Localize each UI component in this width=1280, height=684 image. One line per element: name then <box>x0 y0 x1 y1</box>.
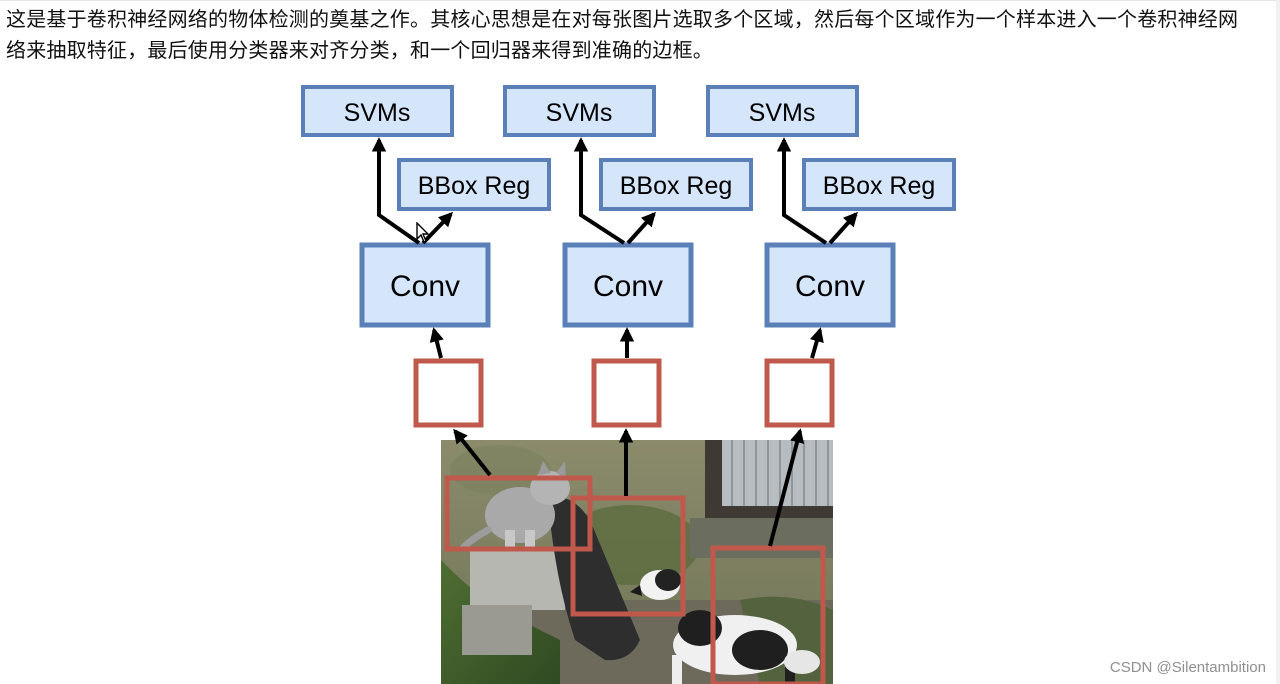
arrow-conv-to-svm-1 <box>371 137 421 245</box>
arrow-region-to-crop-1 <box>453 428 492 477</box>
arrow-crop-to-conv-3 <box>809 327 824 359</box>
arrow-conv-to-svm-2 <box>573 137 626 245</box>
arrow-region-to-crop-3 <box>768 428 805 547</box>
conv-label-1: Conv <box>390 270 460 303</box>
conv-label-2: Conv <box>593 270 663 303</box>
arrow-conv-to-bbox-1 <box>421 211 454 245</box>
bbox-reg-label-2: BBox Reg <box>620 172 733 200</box>
svm-box-2: SVMs <box>503 85 656 137</box>
region-proposal-dog <box>710 545 826 684</box>
bbox-reg-label-3: BBox Reg <box>823 172 936 200</box>
svm-box-1: SVMs <box>301 85 454 137</box>
bbox-reg-box-3: BBox Reg <box>802 158 956 211</box>
page-top-border <box>0 0 1280 1</box>
bbox-reg-box-2: BBox Reg <box>599 158 753 211</box>
page-right-edge <box>1276 0 1280 684</box>
conv-box-2: Conv <box>562 242 694 328</box>
warped-region-1 <box>413 358 484 428</box>
region-proposal-cat <box>444 475 593 552</box>
svm-label-2: SVMs <box>546 99 613 127</box>
watermark: CSDN @Silentambition <box>1109 659 1266 676</box>
arrow-conv-to-bbox-2 <box>626 211 656 245</box>
description-paragraph: 这是基于卷积神经网络的物体检测的奠基之作。其核心思想是在对每张图片选取多个区域，… <box>6 7 1239 62</box>
photo-metal-door <box>722 440 833 506</box>
svm-label-1: SVMs <box>344 99 411 127</box>
photo-stone-block <box>470 548 565 610</box>
photo-stone-small <box>462 605 532 655</box>
mouse-cursor-icon <box>416 222 430 243</box>
conv-box-3: Conv <box>764 242 896 328</box>
warped-region-2 <box>591 358 662 428</box>
svm-box-3: SVMs <box>706 85 859 137</box>
arrow-crop-to-conv-1 <box>429 327 444 359</box>
arrow-conv-to-svm-3 <box>776 137 828 245</box>
svm-label-3: SVMs <box>749 99 816 127</box>
bbox-reg-box-1: BBox Reg <box>397 158 551 211</box>
input-photo <box>441 440 833 684</box>
conv-label-3: Conv <box>795 270 865 303</box>
warped-region-3 <box>764 358 835 428</box>
region-proposal-log <box>570 495 686 617</box>
conv-box-1: Conv <box>359 242 491 328</box>
bbox-reg-label-1: BBox Reg <box>418 172 531 200</box>
arrow-conv-to-bbox-3 <box>828 211 858 245</box>
